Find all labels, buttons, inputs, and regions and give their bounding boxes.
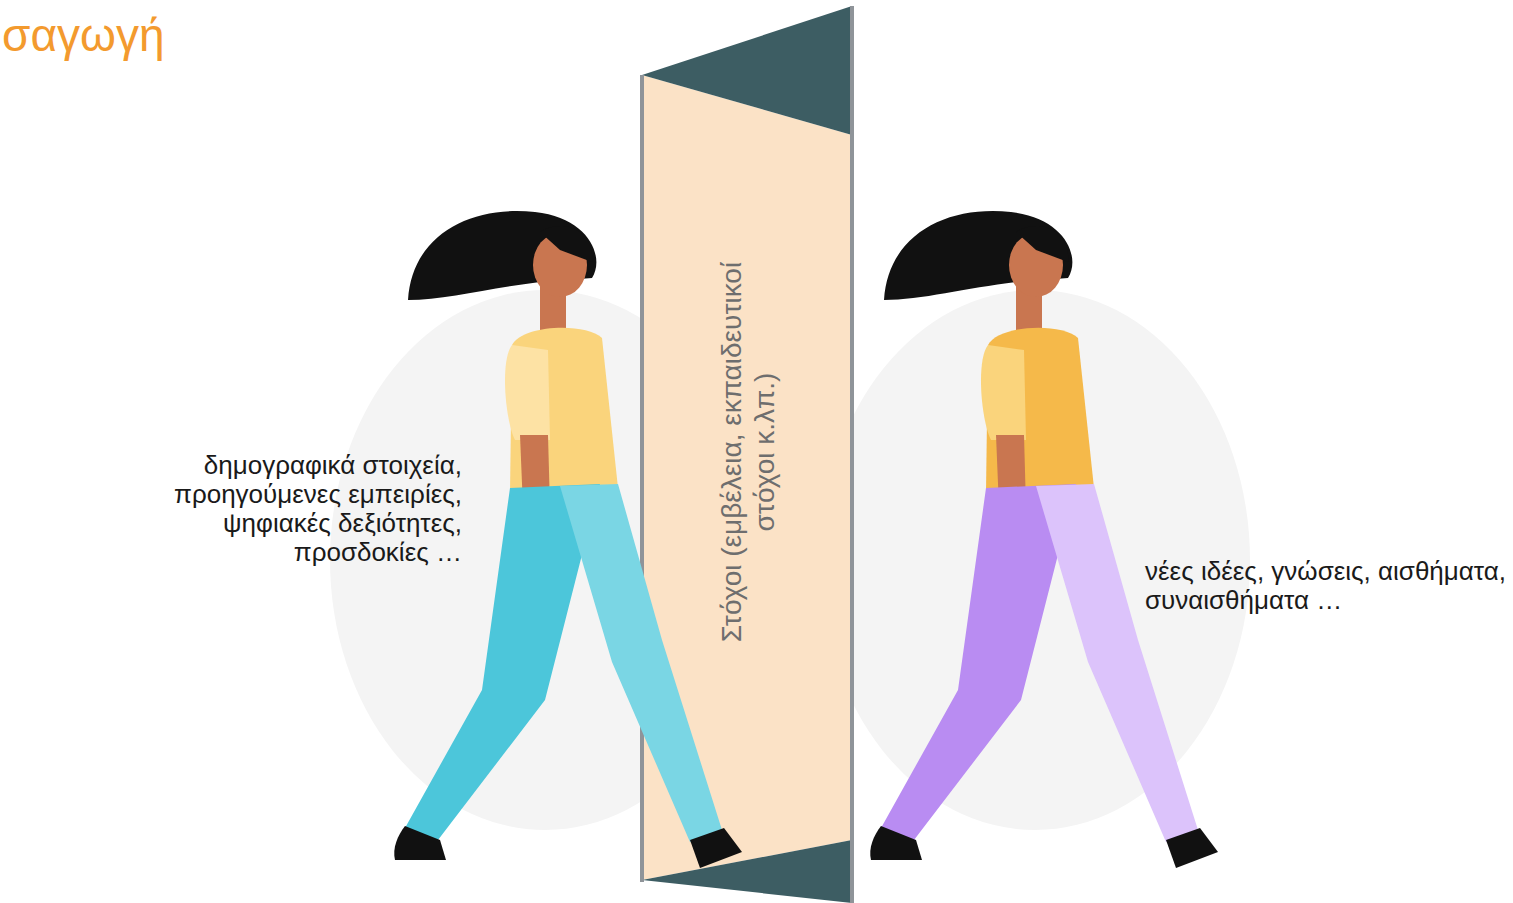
door-face <box>642 75 852 880</box>
arm <box>520 435 552 589</box>
doorway-panel: Στόχοι (εμβέλεια, εκπαιδευτικοί στόχοι κ… <box>640 0 856 903</box>
slide-title: σαγωγή <box>2 8 164 62</box>
trouser-leg <box>881 484 1076 840</box>
door-shadow <box>642 840 852 903</box>
hair-front <box>540 226 592 262</box>
door-edge <box>640 75 644 882</box>
hair <box>884 211 1072 300</box>
sleeve <box>505 345 550 440</box>
shoe <box>870 826 922 860</box>
shirt <box>510 328 618 492</box>
trouser-leg <box>560 484 722 842</box>
face <box>1009 233 1063 297</box>
sleeve <box>981 345 1026 440</box>
door-outline <box>640 0 856 903</box>
trouser-leg <box>1036 484 1198 842</box>
door-label: Στόχοι (εμβέλεια, εκπαιδευτικοί στόχοι κ… <box>715 237 781 667</box>
shoe <box>690 828 742 868</box>
shoe <box>394 826 446 860</box>
figure-after <box>870 211 1218 868</box>
hair <box>408 211 596 300</box>
after-outcomes: νέες ιδέες, γνώσεις, αισθήματα, συναισθή… <box>1145 557 1511 615</box>
before-attributes: δημογραφικά στοιχεία, προηγούμενες εμπει… <box>117 451 462 567</box>
door-edge <box>850 6 854 903</box>
shoe <box>1166 828 1218 868</box>
neck <box>1016 285 1042 335</box>
door-shadow <box>642 6 852 135</box>
hair-front <box>1016 226 1068 262</box>
arm <box>996 435 1028 589</box>
neck <box>540 285 566 335</box>
shirt <box>986 328 1094 492</box>
face <box>533 233 587 297</box>
